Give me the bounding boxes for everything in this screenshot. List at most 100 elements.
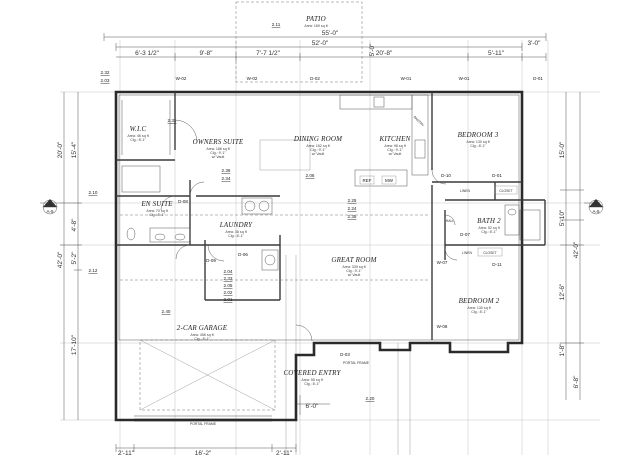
dim-top-second: 52'-0": [312, 40, 329, 47]
house-outline: [114, 90, 524, 422]
ref-laundry-3: 2.05: [224, 283, 233, 288]
room-clg-bath2: Clg.: 8'-1": [481, 230, 497, 234]
label-portal-frame-garage: PORTAL FRAME: [190, 422, 217, 426]
tag-laundry: D-06: [238, 252, 248, 257]
ref-laundry-2: 2.33: [224, 276, 233, 281]
ref-laundry-4: 2.02: [224, 290, 233, 295]
section-marker-left: 1 A-5: [40, 199, 60, 215]
room-name-covered-entry: COVERED ENTRY: [283, 369, 341, 377]
dim-left-3: 4'-8": [71, 218, 78, 232]
dim-right-4: 5'-10": [559, 209, 566, 226]
room-area-covered-entry: Area: 55 sq ft: [301, 378, 322, 382]
ref-dining: 2.06: [306, 173, 315, 178]
room-area-patio: Area: 169 sq ft: [304, 24, 327, 28]
ref-garage: 2.40: [162, 309, 171, 314]
dim-top-seg-5: 5'-11": [488, 50, 505, 57]
dim-top-seg-3: 7'-7 1/2": [256, 50, 280, 57]
room-area-wic: Area: 46 sq ft: [127, 134, 148, 138]
room-vault-kitchen: w/ Vault: [389, 152, 402, 156]
ref-entry: 2.20: [366, 396, 375, 401]
label-closet-bed2: CLOSET: [483, 251, 497, 255]
tag-window-2: W-02: [247, 76, 258, 81]
ref-owners-2: 2.34: [222, 176, 231, 181]
reference-callouts: 2.32 2.03 2.31 2.36 2.34 2.10 2.12 2.06 …: [89, 70, 375, 401]
right-dimensions: 15'-0" 42'-0" 12'-6" 5'-10" 1'-8" 6'-8": [559, 92, 584, 400]
ref-stack-wic-2: 2.03: [101, 78, 110, 83]
dim-bottom-1: 2'-11": [118, 450, 135, 457]
room-name-patio: PATIO: [305, 15, 326, 23]
dim-left-6: 17'-10": [71, 334, 78, 355]
room-area-owners-suite: Area: 186 sq ft: [206, 147, 229, 151]
room-clg-wic: Clg.: 8'-1": [130, 138, 146, 142]
room-area-dining-room: Area: 162 sq ft: [306, 144, 329, 148]
room-name-kitchen: KITCHEN: [379, 135, 411, 143]
room-labels: W.I.C Area: 46 sq ft Clg.: 8'-1" OWNERS …: [127, 125, 501, 386]
tag-micro: MW: [385, 178, 394, 183]
tag-window-4: W-01: [459, 76, 470, 81]
room-name-owners-suite: OWNERS SUITE: [193, 138, 244, 146]
ref-laundry-5: 2.01: [224, 297, 233, 302]
room-clg-garage: Clg.: 8'-1": [194, 337, 210, 341]
room-name-great-room: GREAT ROOM: [331, 256, 377, 264]
ref-wic: 2.31: [168, 118, 177, 123]
dim-right-5: 1'-8": [559, 343, 566, 357]
section-right-num: 1: [595, 201, 598, 206]
tag-garage-side: D-09: [206, 258, 216, 263]
room-clg-dining-room: Clg.: 9'-1": [310, 148, 326, 152]
room-area-laundry: Area: 38 sq ft: [225, 230, 246, 234]
dim-bottom-3: 2'-11": [276, 450, 293, 457]
room-clg-covered-entry: Clg.: 8'-1": [304, 382, 320, 386]
room-clg-en-suite: Clg.: 8'-1": [149, 213, 165, 217]
tag-great-room-2: W-08: [437, 324, 448, 329]
fixtures: [120, 94, 541, 422]
room-name-wic: W.I.C: [130, 125, 147, 133]
section-left-num: 1: [49, 201, 52, 206]
dim-right-3: 12'-6": [559, 283, 566, 300]
tag-ref: REF: [363, 178, 372, 183]
room-clg-owners-suite: Clg.: 9'-1": [210, 151, 226, 155]
dim-top-seg-2: 9'-8": [200, 50, 214, 57]
dim-patio-width: 5'-0": [369, 43, 376, 57]
section-marker-right: 1 A-5: [584, 199, 604, 215]
room-clg-bedroom3: Clg.: 8'-1": [470, 144, 486, 148]
dim-bottom-2: 16'-2": [195, 450, 212, 457]
ref-patio: 2.11: [272, 22, 281, 27]
dim-left-2: 15'-4": [71, 141, 78, 158]
room-name-bath2: BATH 2: [477, 217, 501, 225]
dim-top-seg-1: 6'-3 1/2": [135, 50, 159, 57]
room-clg-great-room: Clg.: 9'-1": [346, 269, 362, 273]
room-area-bedroom2: Area: 130 sq ft: [467, 306, 490, 310]
room-clg-kitchen: Clg.: 9'-1": [387, 148, 403, 152]
ref-stack-wic-1: 2.32: [101, 70, 110, 75]
dim-right-1: 15'-0": [559, 141, 566, 158]
ref-kitchen-c: 2.35: [348, 214, 357, 219]
room-name-bedroom2: BEDROOM 2: [459, 297, 500, 305]
room-area-en-suite: Area: 70 sq ft: [146, 209, 167, 213]
ref-laundry-1: 2.04: [224, 269, 233, 274]
bottom-dimensions: 2'-11" 16'-2" 2'-11" 6'-0" 5'-0": [115, 43, 376, 457]
dim-top-seg-6: 3'-0": [528, 40, 542, 47]
dim-top-overall: 55'-0": [322, 30, 339, 37]
room-clg-bedroom2: Clg.: 8'-1": [471, 310, 487, 314]
tag-great-room-1: W-07: [437, 260, 448, 265]
room-vault-owners-suite: w/ Vault: [212, 155, 225, 159]
tag-window-1: W-02: [176, 76, 187, 81]
room-name-en-suite: EN SUITE: [140, 200, 173, 208]
ref-left-a: 2.10: [89, 190, 98, 195]
section-right-sheet: A-5: [592, 209, 600, 214]
label-linen-upper: LINEN: [460, 189, 471, 193]
label-linen-lower: LINEN: [462, 251, 473, 255]
dim-right-2: 42'-0": [573, 241, 580, 258]
section-left-sheet: A-5: [46, 209, 54, 214]
room-area-great-room: Area: 339 sq ft: [342, 265, 365, 269]
tag-window-3: W-01: [401, 76, 412, 81]
ref-kitchen-a: 2.25: [348, 198, 357, 203]
dim-left-5: 5'-2": [71, 251, 78, 265]
dim-top-seg-4: 20'-8": [376, 50, 393, 57]
patio: PATIO Area: 169 sq ft 2.11: [235, 1, 363, 83]
room-name-bedroom3: BEDROOM 3: [458, 131, 499, 139]
left-dimensions: 20'-0" 15'-4" 4'-8" 42'-0" 5'-2" 17'-10": [57, 92, 82, 420]
opening-tags: W-02 W-02 D-02 W-01 W-01 D-01 D-10 D-01 …: [176, 76, 544, 357]
label-closet-bed3: CLOSET: [499, 189, 513, 193]
